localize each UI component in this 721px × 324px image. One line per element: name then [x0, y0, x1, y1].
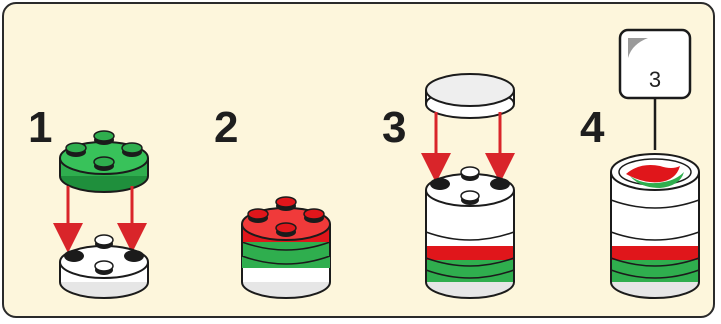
- white-round-tile: [425, 73, 515, 119]
- step-number-3: 3: [382, 103, 407, 152]
- step-2-illustration: [241, 196, 331, 299]
- step-number-2: 2: [214, 103, 239, 152]
- step-number-1: 1: [28, 103, 53, 152]
- step-4-illustration: [610, 28, 700, 299]
- sticker-peel-corner: [628, 38, 648, 58]
- step-3-illustration: [421, 73, 515, 299]
- sticker-number: 3: [648, 67, 662, 92]
- step-1-illustration: [53, 130, 149, 299]
- green-round-plate: [59, 130, 149, 193]
- step-number-4: 4: [580, 103, 605, 152]
- white-round-plate: [59, 234, 149, 299]
